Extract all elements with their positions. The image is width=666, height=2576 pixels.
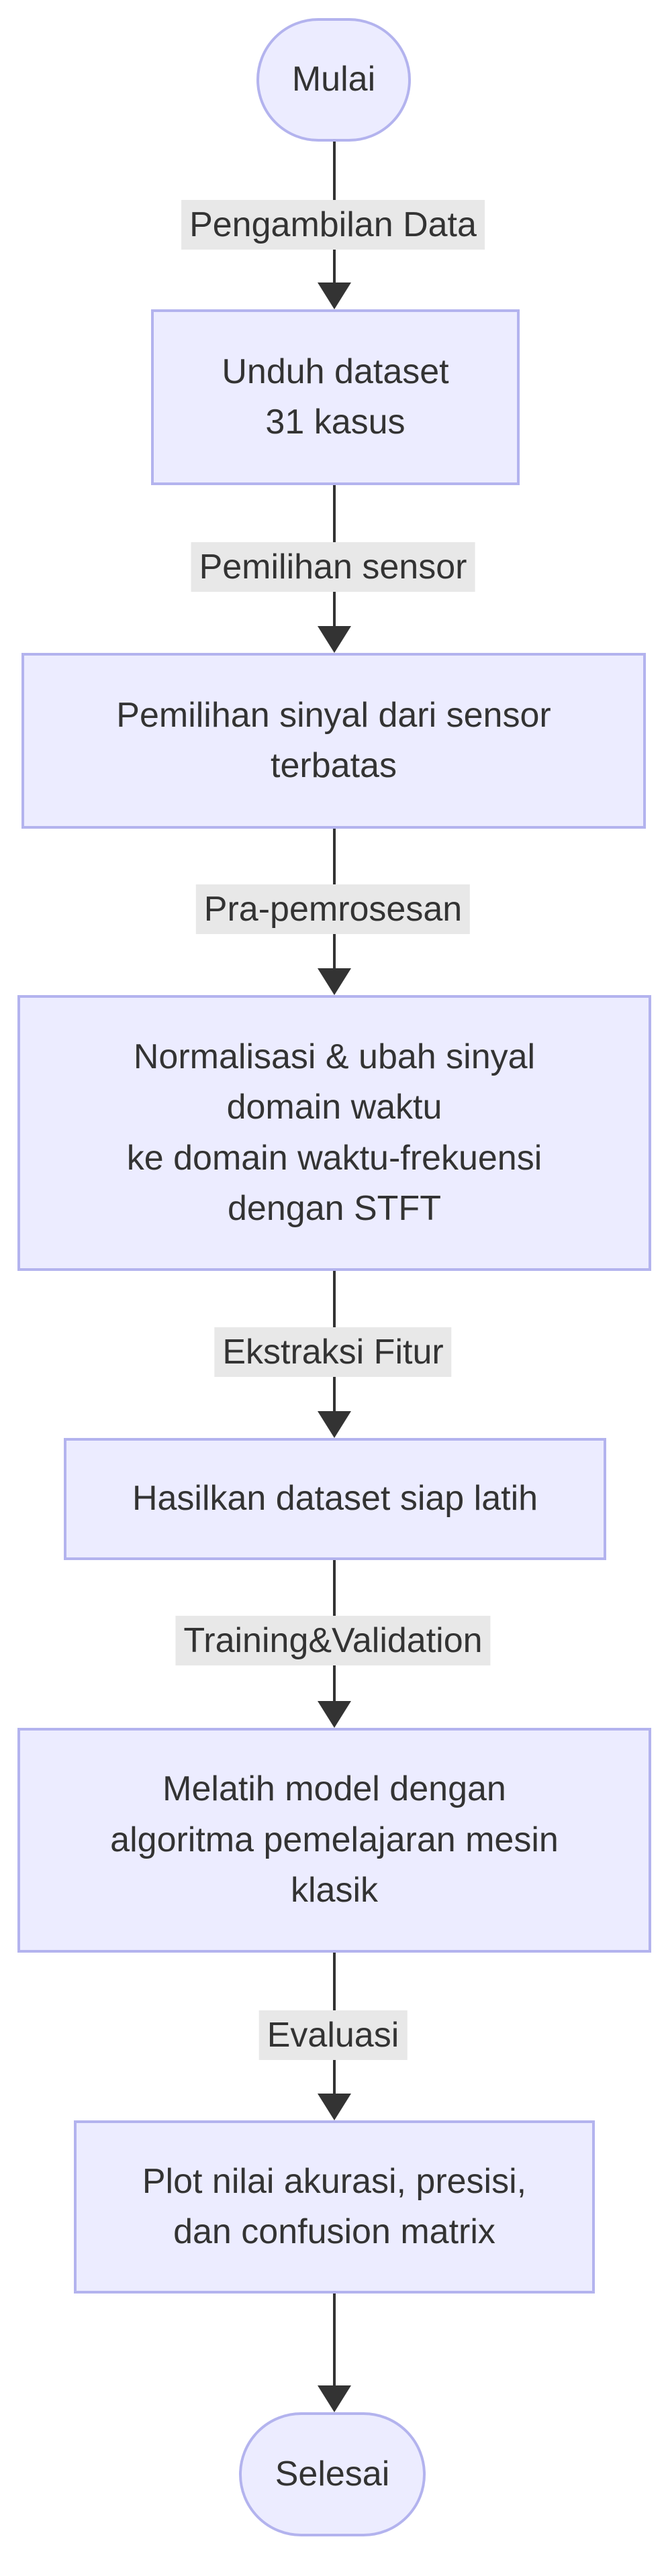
node-text-line: Mulai [291,60,376,99]
node-normalisasi-stft: Normalisasi & ubah sinyal domain waktu k… [17,995,651,1271]
node-text-line: dan confusion matrix [173,2212,495,2251]
node-text-line: Hasilkan dataset siap latih [132,1479,538,1518]
arrow-head-icon-1 [318,282,351,309]
node-melatih-model: Melatih model dengan algoritma pemelajar… [17,1728,651,1953]
node-text-line: 31 kasus [265,403,406,442]
node-text-line: Normalisasi & ubah sinyal [133,1037,536,1076]
node-mulai: Mulai [256,18,411,142]
arrow-head-icon-4 [318,1411,351,1438]
arrow-head-icon-2 [318,626,351,653]
node-text-line: ke domain waktu-frekuensi [126,1138,542,1178]
node-plot-evaluasi: Plot nilai akurasi, presisi, dan confusi… [74,2120,595,2294]
node-unduh-dataset: Unduh dataset 31 kasus [151,309,520,485]
edge-label-evaluasi: Evaluasi [258,2010,408,2061]
node-text-line: Pemilihan sinyal dari sensor [116,695,551,735]
node-text-line: Plot nilai akurasi, presisi, [142,2161,527,2201]
edge-label-training-validation: Training&Validation [175,1616,491,1666]
node-pemilihan-sinyal: Pemilihan sinyal dari sensor terbatas [21,653,646,829]
arrow-head-icon-3 [318,968,351,995]
node-text-line: klasik [290,1871,379,1910]
arrow-head-icon-7 [318,2385,351,2412]
edge-label-pemilihan-sensor: Pemilihan sensor [191,542,475,593]
node-text-line: dengan STFT [228,1188,441,1228]
node-text-line: Unduh dataset [222,352,449,391]
edge-line-7 [333,2294,336,2387]
node-selesai: Selesai [239,2412,426,2536]
edge-label-pengambilan-data: Pengambilan Data [181,200,485,250]
node-hasilkan-dataset: Hasilkan dataset siap latih [64,1438,606,1560]
node-text-line: Selesai [275,2454,390,2493]
edge-label-pra-pemrosesan: Pra-pemrosesan [195,884,471,935]
node-text-line: algoritma pemelajaran mesin [110,1820,559,1859]
node-text-line: domain waktu [226,1088,442,1127]
node-text-line: Melatih model dengan [162,1769,506,1809]
arrow-head-icon-5 [318,1701,351,1728]
edge-label-ekstraksi-fitur: Ekstraksi Fitur [214,1327,452,1378]
arrow-head-icon-6 [318,2094,351,2120]
node-text-line: terbatas [271,746,397,785]
